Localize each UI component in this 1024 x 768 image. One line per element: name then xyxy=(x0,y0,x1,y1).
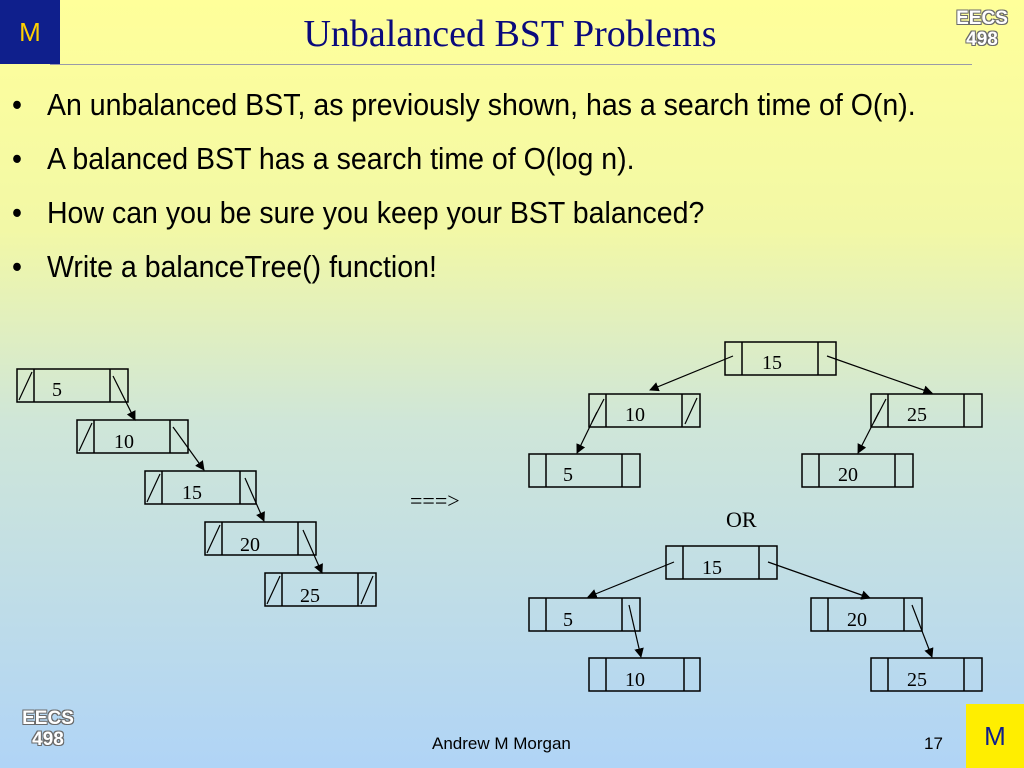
node-value: 15 xyxy=(762,352,782,374)
null-pointer-slash xyxy=(146,473,161,503)
slide-title: Unbalanced BST Problems xyxy=(303,13,717,55)
null-pointer-slash xyxy=(206,524,221,554)
node-value: 10 xyxy=(625,404,645,426)
tree-node: 15 xyxy=(724,341,837,376)
node-value: 25 xyxy=(300,585,320,607)
tree-node: 20 xyxy=(801,453,914,488)
node-value: 25 xyxy=(907,404,927,426)
bullet-text: An unbalanced BST, as previously shown, … xyxy=(46,87,916,122)
node-value: 15 xyxy=(182,482,202,504)
node-value: 5 xyxy=(563,609,573,631)
course-dept: EECS xyxy=(22,708,74,729)
bullet-item: • Write a balanceTree() function! xyxy=(12,246,1022,287)
node-value: 20 xyxy=(838,464,858,486)
tree-node: 25 xyxy=(870,393,983,428)
course-label-top: EECS 498 xyxy=(950,8,1014,50)
course-label-bottom: EECS 498 xyxy=(8,708,88,750)
tree-node: 15 xyxy=(144,470,257,505)
pointer-arrow xyxy=(172,426,205,471)
bullet-item: • An unbalanced BST, as previously shown,… xyxy=(12,84,1022,125)
node-value: 5 xyxy=(563,464,573,486)
transform-arrow-text: ===> xyxy=(410,488,460,513)
tree-node: 20 xyxy=(810,597,923,632)
course-dept: EECS xyxy=(956,8,1008,29)
tree-node: 5 xyxy=(528,597,641,632)
university-logo-top: M xyxy=(0,0,60,64)
bullet-marker: • xyxy=(12,249,22,284)
course-number: 498 xyxy=(966,29,998,50)
bullet-text: A balanced BST has a search time of O(lo… xyxy=(46,141,635,176)
bullet-list: • An unbalanced BST, as previously shown,… xyxy=(12,84,1002,300)
tree-node: 20 xyxy=(204,521,317,556)
null-pointer-slash xyxy=(78,422,93,452)
node-value: 20 xyxy=(240,534,260,556)
node-value: 20 xyxy=(847,609,867,631)
null-pointer-slash xyxy=(684,397,698,425)
balanced-tree-1: 15 10 5 xyxy=(528,341,983,488)
tree-node: 10 xyxy=(588,657,701,692)
page-number: 17 xyxy=(924,734,943,753)
footer-author: Andrew M Morgan xyxy=(432,734,571,753)
pointer-arrow xyxy=(767,561,871,600)
balanced-tree-2: 15 5 10 20 xyxy=(528,545,983,692)
tree-node: 25 xyxy=(264,572,377,607)
tree-node: 5 xyxy=(528,453,641,488)
bullet-marker: • xyxy=(12,87,22,122)
null-pointer-slash xyxy=(266,575,281,605)
null-pointer-slash xyxy=(360,575,374,605)
node-value: 5 xyxy=(52,379,62,401)
node-value: 25 xyxy=(907,669,927,691)
node-value: 15 xyxy=(702,557,722,579)
pointer-arrow xyxy=(857,411,880,454)
null-pointer-slash xyxy=(18,371,33,401)
pointer-arrow xyxy=(628,604,644,658)
pointer-arrow xyxy=(244,477,265,522)
pointer-arrow xyxy=(302,529,323,574)
title-divider xyxy=(50,64,972,65)
pointer-arrow xyxy=(911,604,934,658)
tree-node: 25 xyxy=(870,657,983,692)
logo-letter: M xyxy=(984,720,1006,751)
pointer-arrow xyxy=(576,411,598,454)
bullet-item: • A balanced BST has a search time of O(l… xyxy=(12,138,1022,179)
course-number: 498 xyxy=(32,729,64,750)
tree-node: 5 xyxy=(16,368,129,403)
pointer-arrow xyxy=(587,561,675,599)
or-label: OR xyxy=(726,507,757,532)
bullet-item: • How can you be sure you keep your BST b… xyxy=(12,192,1022,233)
pointer-arrow xyxy=(649,355,734,392)
tree-node: 10 xyxy=(76,419,189,454)
logo-letter: M xyxy=(19,16,41,47)
bullet-text: How can you be sure you keep your BST ba… xyxy=(46,195,705,230)
pointer-arrow xyxy=(112,375,136,421)
bullet-marker: • xyxy=(12,141,22,176)
pointer-arrow xyxy=(826,355,933,395)
bullet-marker: • xyxy=(12,195,22,230)
unbalanced-chain: 5 10 15 xyxy=(16,368,377,607)
bullet-text: Write a balanceTree() function! xyxy=(46,249,437,284)
node-value: 10 xyxy=(114,431,134,453)
tree-node: 15 xyxy=(665,545,778,580)
node-value: 10 xyxy=(625,669,645,691)
tree-node: 10 xyxy=(588,393,701,428)
university-logo-bottom: M xyxy=(966,704,1024,768)
